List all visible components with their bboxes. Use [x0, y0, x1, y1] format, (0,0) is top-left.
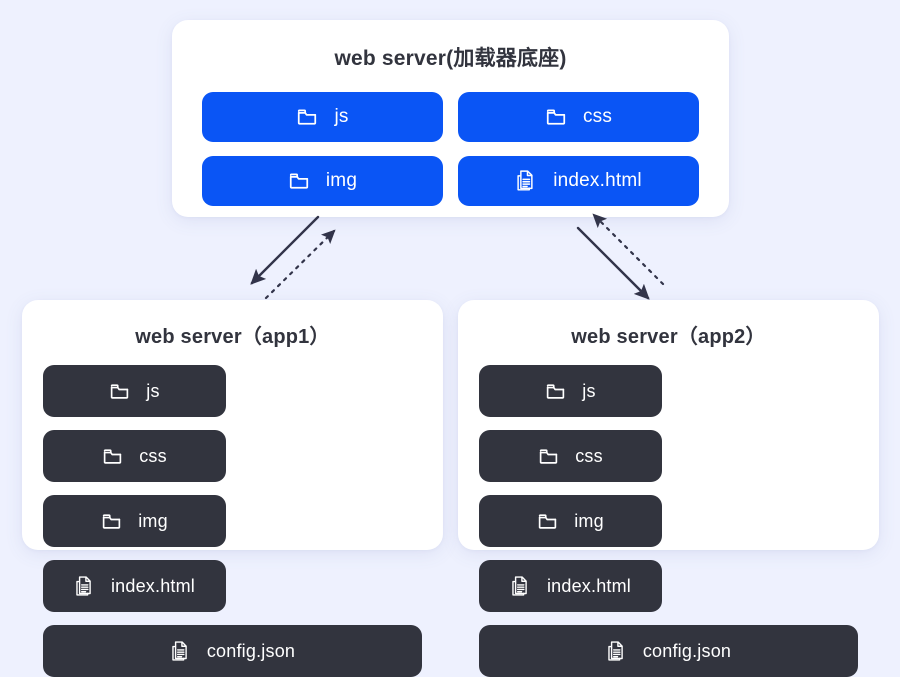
- card-web-server-app2: web server（app2） js: [458, 300, 879, 677]
- app2-to-top-dashed: [592, 213, 665, 286]
- app1-to-top-dashed: [264, 229, 336, 300]
- tile-label: index.html: [110, 575, 196, 596]
- tile-top-js[interactable]: js: [202, 92, 443, 142]
- folder-icon: [545, 381, 566, 402]
- card-title-app2: web server（app2）: [571, 326, 766, 348]
- file-icon: [510, 575, 531, 598]
- tile-app2-config-json[interactable]: config.json: [479, 625, 858, 677]
- tile-label: img: [138, 510, 168, 531]
- tile-label: img: [574, 510, 604, 531]
- tile-grid-top: js css: [172, 72, 729, 206]
- tile-label: js: [146, 380, 160, 401]
- folder-icon: [537, 511, 558, 532]
- card-web-server-loader: web server(加载器底座) js: [172, 20, 729, 217]
- tile-app1-js[interactable]: js: [43, 365, 226, 417]
- folder-icon: [102, 446, 123, 467]
- tile-label: css: [582, 106, 613, 127]
- tile-top-index-html[interactable]: index.html: [458, 156, 699, 206]
- folder-icon: [109, 381, 130, 402]
- file-icon: [606, 640, 627, 663]
- folder-icon: [101, 511, 122, 532]
- tile-label: index.html: [546, 575, 632, 596]
- tile-app1-index-html[interactable]: index.html: [43, 560, 226, 612]
- tile-label: css: [575, 445, 603, 466]
- file-icon: [170, 640, 191, 663]
- folder-icon: [545, 106, 567, 128]
- tile-label: config.json: [642, 640, 732, 661]
- folder-icon: [538, 446, 559, 467]
- tile-label: config.json: [206, 640, 296, 661]
- tile-app1-config-json[interactable]: config.json: [43, 625, 422, 677]
- top-to-app1-solid: [250, 215, 320, 285]
- tile-label: css: [139, 445, 167, 466]
- tile-top-css[interactable]: css: [458, 92, 699, 142]
- folder-icon: [296, 106, 318, 128]
- tile-grid-app2: js css: [458, 349, 879, 677]
- file-icon: [74, 575, 95, 598]
- top-to-app2-solid: [576, 226, 650, 300]
- tile-label: js: [582, 380, 596, 401]
- card-title-top: web server(加载器底座): [334, 47, 567, 70]
- tile-app1-img[interactable]: img: [43, 495, 226, 547]
- tile-label: img: [325, 170, 358, 191]
- tile-app2-css[interactable]: css: [479, 430, 662, 482]
- tile-app2-img[interactable]: img: [479, 495, 662, 547]
- tile-app2-js[interactable]: js: [479, 365, 662, 417]
- card-title-app1: web server（app1）: [135, 326, 330, 348]
- diagram-canvas: web server(加载器底座) js: [22, 20, 879, 677]
- folder-icon: [288, 170, 310, 192]
- tile-app1-css[interactable]: css: [43, 430, 226, 482]
- tile-top-img[interactable]: img: [202, 156, 443, 206]
- file-icon: [515, 169, 537, 193]
- card-web-server-app1: web server（app1） js: [22, 300, 443, 677]
- tile-label: js: [334, 106, 349, 127]
- tile-label: index.html: [553, 170, 642, 191]
- tile-grid-app1: js css: [22, 349, 443, 677]
- tile-app2-index-html[interactable]: index.html: [479, 560, 662, 612]
